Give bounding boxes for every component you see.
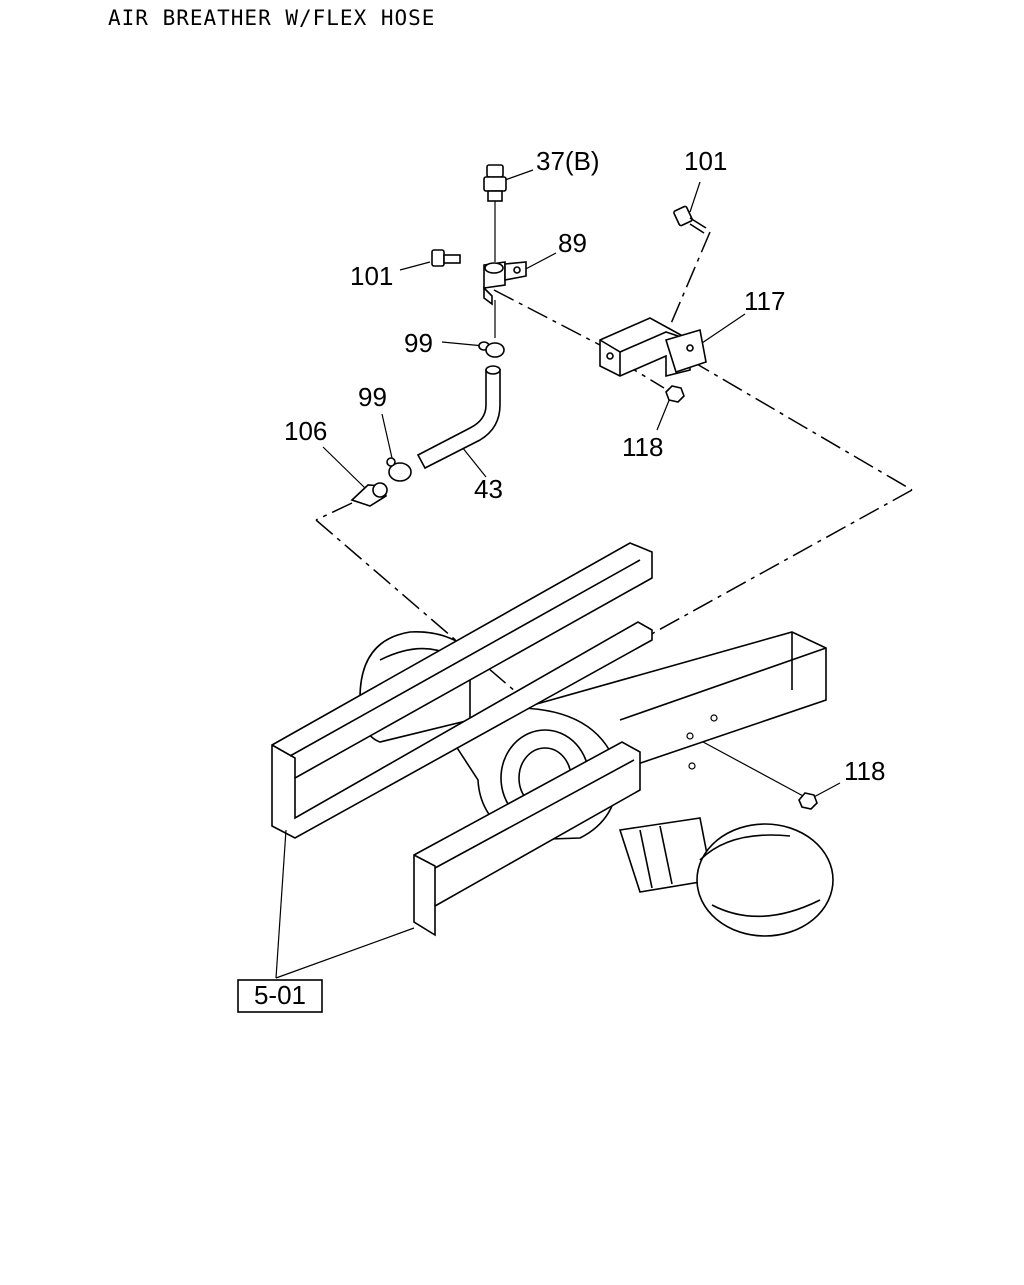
callout-99-upper[interactable]: 99 bbox=[404, 328, 433, 358]
part-99-clamp-upper bbox=[478, 341, 505, 358]
reference-leader-2 bbox=[275, 927, 415, 979]
reference-leader-1 bbox=[275, 829, 287, 979]
callout-117[interactable]: 117 bbox=[744, 286, 785, 316]
part-43-flex-hose bbox=[416, 365, 501, 470]
part-101-left-bolt bbox=[431, 249, 461, 267]
part-99-clamp-lower bbox=[386, 457, 412, 482]
reference-box-5-01[interactable]: 5-01 bbox=[237, 979, 323, 1013]
callout-118-upper[interactable]: 118 bbox=[622, 432, 663, 462]
reference-box-label: 5-01 bbox=[254, 980, 306, 1010]
leader-lines bbox=[322, 169, 841, 799]
part-101-top-bolt bbox=[673, 205, 707, 234]
part-118-nut-upper bbox=[665, 385, 685, 403]
part-117-bracket bbox=[599, 317, 707, 378]
callout-106[interactable]: 106 bbox=[284, 416, 327, 446]
callout-101-top[interactable]: 101 bbox=[684, 146, 727, 176]
callout-118-lower[interactable]: 118 bbox=[844, 756, 885, 786]
callout-43[interactable]: 43 bbox=[474, 474, 503, 504]
part-106-connector bbox=[350, 482, 388, 507]
diagram-title: AIR BREATHER W/FLEX HOSE bbox=[108, 6, 436, 30]
part-89-bracket bbox=[483, 261, 527, 306]
callout-101-left[interactable]: 101 bbox=[350, 261, 393, 291]
callout-89[interactable]: 89 bbox=[558, 228, 587, 258]
callout-labels: 37(B) 101 89 101 117 99 99 106 118 43 11… bbox=[284, 146, 885, 786]
part-118-nut-lower bbox=[798, 792, 818, 810]
callout-99-lower[interactable]: 99 bbox=[358, 382, 387, 412]
callout-37b[interactable]: 37(B) bbox=[536, 146, 600, 176]
frame-rail-upper bbox=[271, 542, 653, 839]
frame-rail-lower bbox=[413, 741, 641, 937]
part-37b-breather-fitting bbox=[483, 164, 507, 202]
